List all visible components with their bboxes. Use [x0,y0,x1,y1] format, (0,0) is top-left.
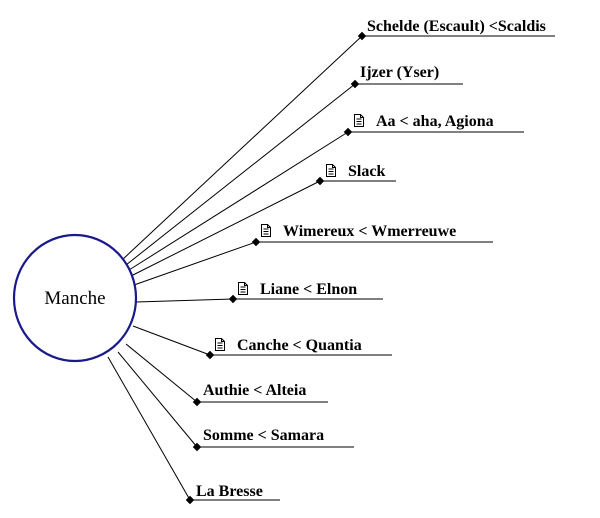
node-dot [343,127,353,137]
document-icon[interactable] [326,164,336,177]
connector-lines [107,35,363,501]
node-dot [315,176,325,186]
connector-line [132,325,211,356]
node-dot [185,495,195,505]
node-label[interactable]: Canche < Quantia [237,337,362,354]
connector-line [125,83,356,266]
node-label[interactable]: Somme < Samara [203,427,324,444]
river-node[interactable]: La Bresse [185,483,280,505]
connector-line [130,180,321,277]
node-label[interactable]: La Bresse [196,483,263,500]
node-label[interactable]: Slack [348,163,385,180]
document-icon[interactable] [238,282,248,295]
river-node[interactable]: Somme < Samara [192,427,354,452]
node-dot [357,31,367,41]
document-icon[interactable] [215,338,225,351]
node-dot [251,237,261,247]
river-node[interactable]: Schelde (Escault) <Scaldis [357,18,555,41]
node-label[interactable]: Authie < Alteia [203,382,306,399]
hub-label: Manche [44,288,105,309]
node-dot [192,442,202,452]
node-label[interactable]: Schelde (Escault) <Scaldis [367,18,546,35]
node-label[interactable]: Ijzer (Yser) [360,64,439,81]
river-node[interactable]: Aa < aha, Agiona [343,113,524,137]
node-label[interactable]: Wimereux < Wmerreuwe [283,223,456,240]
connector-line [133,241,257,286]
connector-line [107,356,191,501]
manche-hub-circle [12,233,138,363]
river-node[interactable]: Ijzer (Yser) [350,64,463,89]
connector-line [125,343,198,403]
river-node[interactable]: Liane < Elnon [228,281,383,304]
connector-line [128,131,349,271]
river-node[interactable]: Authie < Alteia [192,382,328,407]
node-label[interactable]: Aa < aha, Agiona [376,113,494,130]
node-dot [192,397,202,407]
node-dot [228,294,238,304]
connector-line [121,35,363,261]
node-label[interactable]: Liane < Elnon [260,281,357,298]
river-node[interactable]: Wimereux < Wmerreuwe [251,223,493,247]
river-node[interactable]: Canche < Quantia [205,337,392,360]
document-icon[interactable] [354,114,364,127]
node-dot [350,79,360,89]
connector-line [135,298,234,303]
node-dot [205,350,215,360]
connector-line [117,351,198,448]
document-icon[interactable] [261,224,271,237]
river-node[interactable]: Slack [315,163,396,186]
